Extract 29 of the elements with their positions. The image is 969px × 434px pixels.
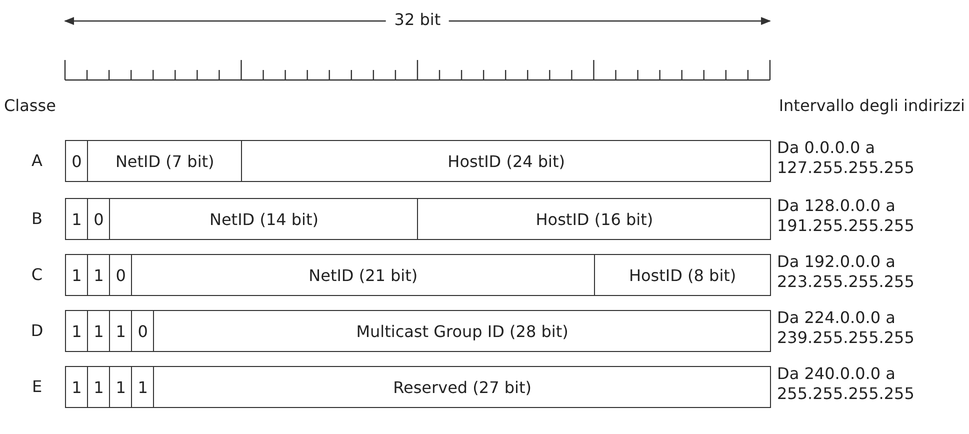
bit-field: Multicast Group ID (28 bit) [153, 310, 772, 352]
bit-field: 1 [65, 366, 89, 408]
bit-field: NetID (7 bit) [87, 140, 243, 182]
bit-field: NetID (21 bit) [131, 254, 596, 296]
address-range: Da 128.0.0.0 a 191.255.255.255 [777, 196, 916, 236]
bit-field: 1 [65, 310, 89, 352]
bit-field: 1 [109, 366, 133, 408]
address-range: Da 0.0.0.0 a 127.255.255.255 [777, 138, 916, 178]
bit-field: 1 [131, 366, 155, 408]
bit-field: 1 [87, 254, 111, 296]
address-range: Da 240.0.0.0 a 255.255.255.255 [777, 364, 916, 404]
bit-field: 1 [87, 310, 111, 352]
bit-field: 1 [65, 198, 89, 240]
bit-field: 1 [109, 310, 133, 352]
column-header: Classe [4, 96, 56, 115]
bit-field: HostID (24 bit) [241, 140, 772, 182]
column-header: Intervallo degli indirizzi [778, 96, 965, 115]
bit-field: 1 [65, 254, 89, 296]
bit-field: 0 [65, 140, 89, 182]
bit-field: 0 [109, 254, 133, 296]
bit-field: NetID (14 bit) [109, 198, 419, 240]
bit-field: HostID (16 bit) [417, 198, 772, 240]
address-range: Da 192.0.0.0 a 223.255.255.255 [777, 252, 916, 292]
bit-field: 1 [87, 366, 111, 408]
bit-field: 0 [131, 310, 155, 352]
address-range: Da 224.0.0.0 a 239.255.255.255 [777, 308, 916, 348]
bit-field: Reserved (27 bit) [153, 366, 772, 408]
bit-field: 0 [87, 198, 111, 240]
bit-field: HostID (8 bit) [594, 254, 772, 296]
